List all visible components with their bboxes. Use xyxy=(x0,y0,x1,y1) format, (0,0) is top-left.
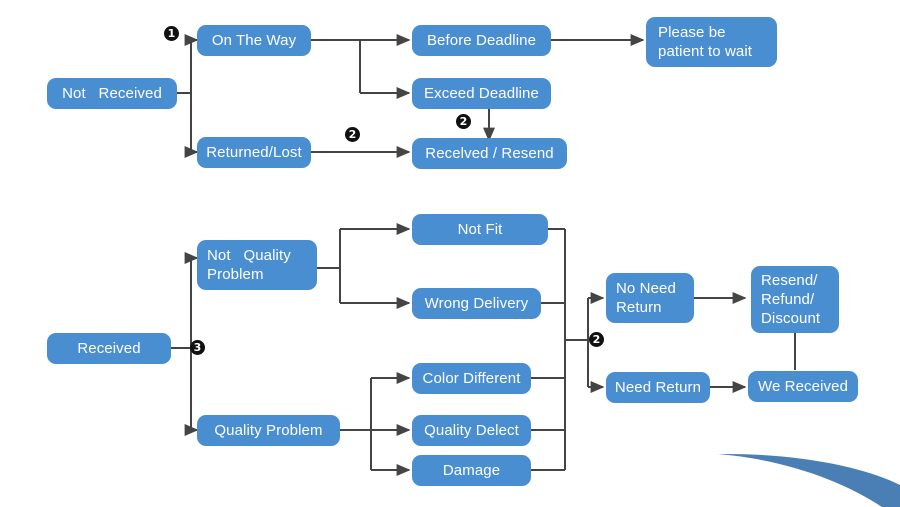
node-not-received[interactable]: Not Received xyxy=(47,78,177,109)
marker-2-exceed-deadline: 2 xyxy=(456,114,471,129)
node-color-different[interactable]: Color Different xyxy=(412,363,531,394)
node-no-need-return[interactable]: No Need Return xyxy=(606,273,694,323)
marker-2-merge: 2 xyxy=(589,332,604,347)
node-on-the-way[interactable]: On The Way xyxy=(197,25,311,56)
node-recelved-resend[interactable]: Recelved / Resend xyxy=(412,138,567,169)
marker-2-returned-lost: 2 xyxy=(345,127,360,142)
node-not-fit[interactable]: Not Fit xyxy=(412,214,548,245)
node-damage[interactable]: Damage xyxy=(412,455,531,486)
node-received[interactable]: Received xyxy=(47,333,171,364)
marker-1: 1 xyxy=(164,26,179,41)
node-returned-lost[interactable]: Returned/Lost xyxy=(197,137,311,168)
decorative-swoosh xyxy=(718,453,900,507)
marker-3: 3 xyxy=(190,340,205,355)
node-not-quality-problem[interactable]: Not Quality Problem xyxy=(197,240,317,290)
node-resend-refund-discount[interactable]: Resend/ Refund/ Discount xyxy=(751,266,839,333)
node-exceed-deadline[interactable]: Exceed Deadline xyxy=(412,78,551,109)
node-please-be-patient[interactable]: Please be patient to wait xyxy=(646,17,777,67)
node-quality-delect[interactable]: Quality Delect xyxy=(412,415,531,446)
node-wrong-delivery[interactable]: Wrong Delivery xyxy=(412,288,541,319)
node-quality-problem[interactable]: Quality Problem xyxy=(197,415,340,446)
node-we-received[interactable]: We Received xyxy=(748,371,858,402)
node-before-deadline[interactable]: Before Deadline xyxy=(412,25,551,56)
node-need-return[interactable]: Need Return xyxy=(606,372,710,403)
